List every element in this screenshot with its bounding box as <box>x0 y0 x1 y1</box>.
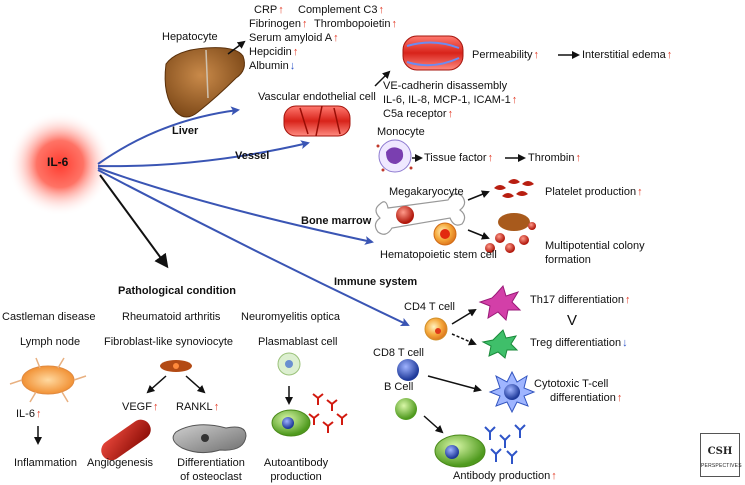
arrow-fls-rankl <box>185 375 206 394</box>
permeability-item: Permeability↑ <box>472 49 540 61</box>
branch-label-immune: Immune system <box>334 276 418 288</box>
rankl-item: RANKL↑ <box>176 401 220 413</box>
tissue-factor-item: Tissue factor↑ <box>424 152 494 164</box>
ra-label: Rheumatoid arthritis <box>122 311 221 323</box>
thrombopoietin-item: Thrombopoietin↑ <box>314 18 397 30</box>
branch-label-pathological: Pathological condition <box>118 285 236 297</box>
cd4-label: CD4 T cell <box>404 301 455 313</box>
arrow-cd4-th17 <box>451 308 477 325</box>
il6-glow <box>8 112 112 216</box>
csh-perspectives-logo: CSH PERSPECTIVES <box>700 433 742 477</box>
hepcidin-item: Hepcidin↑ <box>249 46 299 58</box>
osteoclast-line2: of osteoclast <box>180 471 242 483</box>
lymph-node-icon <box>9 357 87 403</box>
arrow-hsc-colony <box>467 229 490 240</box>
branch-label-bone-marrow: Bone marrow <box>301 215 372 227</box>
branch-immune <box>97 169 410 327</box>
b-cell-icon <box>395 398 486 468</box>
branch-bone-marrow <box>97 167 374 245</box>
osteoclast-line1: Differentiation <box>177 457 245 469</box>
treg-item: Treg differentiation↓ <box>530 337 628 349</box>
branch-label-vessel: Vessel <box>235 150 270 162</box>
compare-symbol: V <box>567 312 578 329</box>
vegf-item: VEGF↑ <box>122 401 159 413</box>
hsc-label: Hematopoietic stem cell <box>380 249 497 261</box>
cd8-cell-icon <box>397 359 536 414</box>
branch-label-liver: Liver <box>172 125 199 137</box>
platelet-item: Platelet production↑ <box>545 186 643 198</box>
il6-item: IL-6↑ <box>16 408 42 420</box>
monocyte-label: Monocyte <box>377 126 425 138</box>
treg-cell-icon <box>481 329 519 359</box>
vessel-icon <box>283 35 464 137</box>
arrow-endothelial-effects <box>374 70 391 87</box>
megakaryocyte-label: Megakaryocyte <box>389 186 464 198</box>
branch-vessel <box>97 140 310 168</box>
fibrinogen-item: Fibrinogen↑ <box>249 18 308 30</box>
branch-pathological <box>99 174 169 269</box>
branch-liver <box>97 106 240 165</box>
liver-icon <box>164 47 245 118</box>
arrow-hepatocyte-proteins <box>227 40 246 55</box>
angiogenesis-icon <box>101 419 151 461</box>
arrow-megakaryocyte-platelet <box>467 190 490 201</box>
arrow-cd4-treg <box>451 333 477 346</box>
castleman-label: Castleman disease <box>2 311 96 323</box>
angiogenesis-label: Angiogenesis <box>87 457 154 469</box>
arrow-bcell-antibody <box>423 415 444 434</box>
albumin-item: Albumin↓ <box>249 60 296 72</box>
autoantibody-line2: production <box>270 471 322 483</box>
bone-icon <box>374 193 466 235</box>
endothelial-label: Vascular endothelial cell <box>258 91 376 103</box>
t-cell-icon <box>424 284 522 359</box>
complement-item: Complement C3↑ <box>298 4 384 16</box>
monocyte-icon <box>376 139 413 173</box>
cytokines-item: IL-6, IL-8, MCP-1, ICAM-1↑ <box>383 94 518 106</box>
autoantibody-icon <box>308 393 348 433</box>
thrombin-item: Thrombin↑ <box>528 152 581 164</box>
fls-label: Fibroblast-like synoviocyte <box>104 336 233 348</box>
saa-item: Serum amyloid A↑ <box>249 32 339 44</box>
il6-label: IL-6 <box>47 155 69 169</box>
flow-arrows <box>34 40 580 445</box>
cytotoxic-line2: differentiation↑ <box>550 392 623 404</box>
plasmablast-icon <box>271 352 311 437</box>
hepatocyte-label: Hepatocyte <box>162 31 218 43</box>
cytotoxic-line1: Cytotoxic T-cell <box>534 378 609 390</box>
nmo-label: Neuromyelitis optica <box>241 311 341 323</box>
plasmablast-label: Plasmablast cell <box>258 336 338 348</box>
osteoclast-icon <box>172 424 247 454</box>
antibody-icon <box>484 424 526 464</box>
inflammation-label: Inflammation <box>14 457 77 469</box>
platelet-icon <box>494 179 534 198</box>
multipotential-line1: Multipotential colony <box>545 240 645 252</box>
arrow-cd8-cytotoxic <box>427 375 482 393</box>
th17-item: Th17 differentiation↑ <box>530 294 631 306</box>
crp-item: CRP↑ <box>254 4 284 16</box>
synoviocyte-icon <box>160 360 192 372</box>
stem-cell-icon <box>433 213 536 253</box>
lymph-node-label: Lymph node <box>20 336 81 348</box>
bcell-label: B Cell <box>384 381 414 393</box>
arrow-fls-vegf <box>146 375 167 394</box>
antibody-item: Antibody production↑ <box>453 470 557 482</box>
vecad-item: VE-cadherin disassembly <box>383 80 508 92</box>
c5a-item: C5a receptor↑ <box>383 108 454 120</box>
autoantibody-line1: Autoantibody <box>263 457 329 469</box>
edema-item: Interstitial edema↑ <box>582 49 673 61</box>
branch-lines <box>97 106 410 327</box>
multipotential-line2: formation <box>545 254 591 266</box>
cd8-label: CD8 T cell <box>373 347 424 359</box>
th17-cell-icon <box>478 284 522 322</box>
